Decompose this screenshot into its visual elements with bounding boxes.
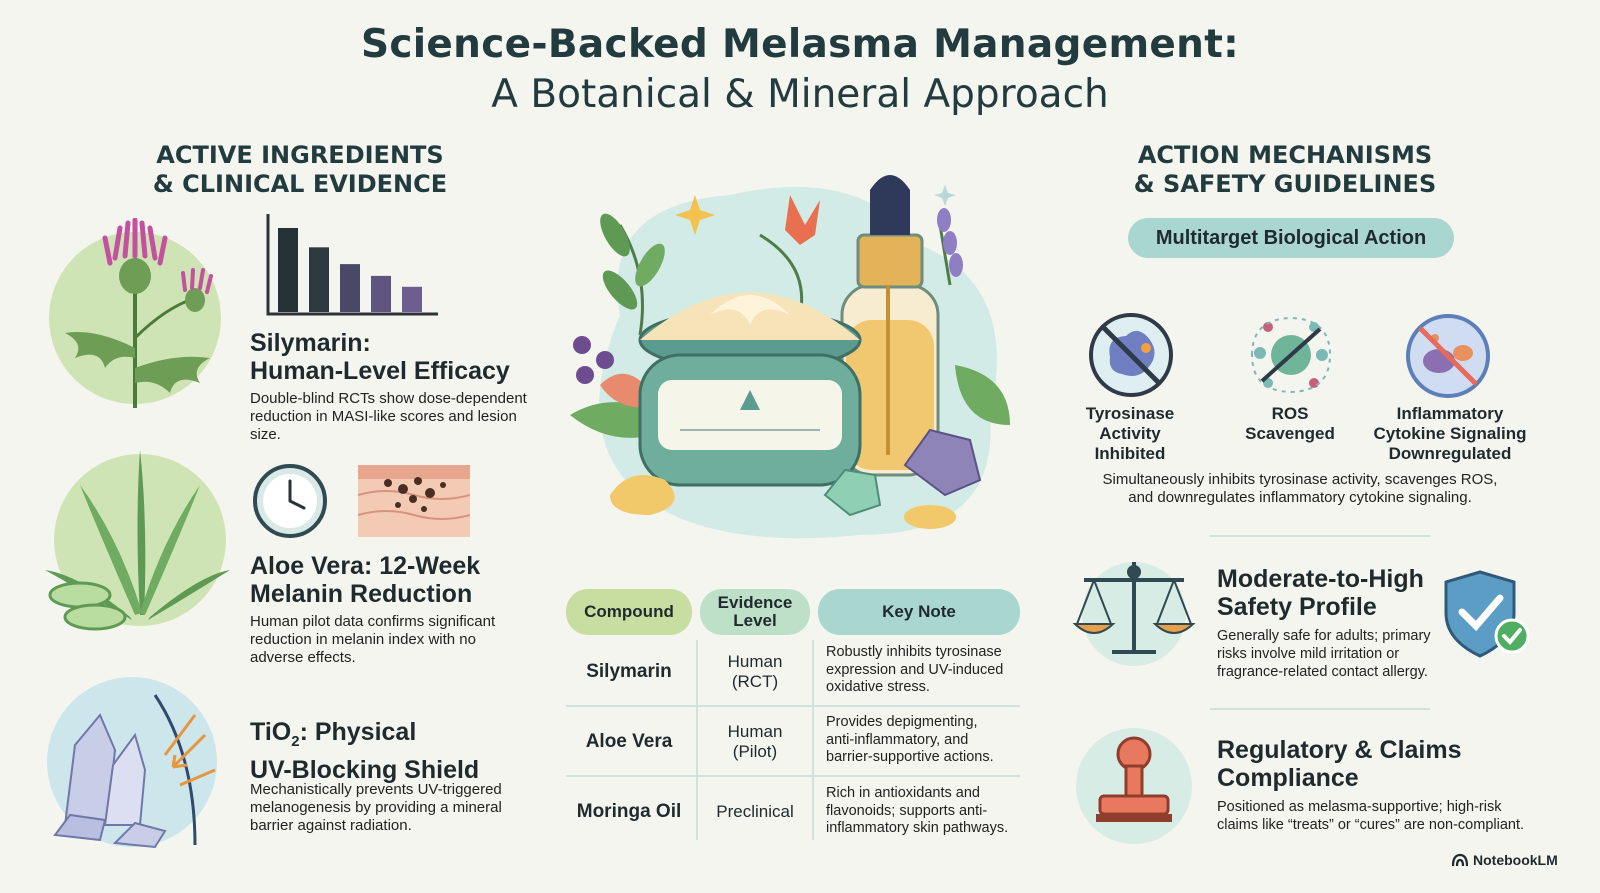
mechanism-label-cytokine: Inflammatory Cytokine Signaling Downregu… xyxy=(1373,404,1527,463)
table-cell-note: Robustly inhibits tyrosinase expression … xyxy=(826,644,1004,695)
section-divider xyxy=(1210,535,1430,537)
table-header-evidence: Evidence Level xyxy=(700,589,810,635)
table-cell-evidence: Human (Pilot) xyxy=(727,722,783,761)
tio2-card-body: Mechanistically prevents UV-triggered me… xyxy=(250,781,502,834)
safety-profile-body: Generally safe for adults; primary risks… xyxy=(1217,628,1431,680)
table-row-divider xyxy=(566,705,1020,707)
table-column-divider xyxy=(812,640,814,840)
approval-stamp-illustration xyxy=(1074,726,1194,846)
shield-check-illustration xyxy=(1440,568,1535,663)
crystal-shield-icon xyxy=(47,677,217,849)
left-section-heading: ACTIVE INGREDIENTS & CLINICAL EVIDENCE xyxy=(152,141,448,198)
balance-scale-icon xyxy=(1072,562,1196,666)
cream-jar-serum-illustration xyxy=(560,165,1030,550)
bar-chart-bar xyxy=(278,228,298,312)
mineral-crystal-illustration xyxy=(45,675,220,850)
right-section-heading: ACTION MECHANISMS & SAFETY GUIDELINES xyxy=(1133,141,1437,198)
silymarin-card-title: Silymarin: Human-Level Efficacy xyxy=(250,329,510,385)
silymarin-card-body: Double-blind RCTs show dose-dependent re… xyxy=(250,390,527,443)
clock-illustration xyxy=(252,463,328,539)
page-subtitle: A Botanical & Mineral Approach xyxy=(491,72,1109,117)
table-cell-evidence: Preclinical xyxy=(716,802,794,821)
skin-layer-illustration xyxy=(358,465,470,537)
multitarget-pill: Multitarget Biological Action xyxy=(1128,218,1454,258)
efficacy-bar-chart xyxy=(262,212,442,318)
table-row-divider xyxy=(566,775,1020,777)
clock-icon xyxy=(253,464,327,538)
aloe-card-body: Human pilot data confirms significant re… xyxy=(250,613,496,666)
skin-cross-section-icon xyxy=(358,465,470,537)
ros-scavenged-illustration xyxy=(1248,315,1334,395)
regulatory-body: Positioned as melasma-supportive; high-r… xyxy=(1217,799,1525,833)
balance-scale-illustration xyxy=(1072,552,1197,667)
shield-check-icon xyxy=(1444,570,1530,658)
bar-chart-bar xyxy=(371,275,391,312)
mechanism-label-tyrosinase: Tyrosinase Activity Inhibited xyxy=(1085,404,1175,463)
table-column-divider xyxy=(696,640,698,840)
aloe-vera-illustration xyxy=(40,445,235,635)
notebooklm-brand: NotebookLM xyxy=(1452,852,1558,868)
page-title: Science-Backed Melasma Management: xyxy=(360,22,1240,67)
skincare-products-icon xyxy=(570,175,1010,539)
enzyme-blocked-icon xyxy=(1089,313,1173,397)
table-header-key-note: Key Note xyxy=(818,589,1020,635)
bar-chart-icon xyxy=(266,214,438,316)
milk-thistle-illustration xyxy=(45,218,230,418)
safety-profile-title: Moderate-to-High Safety Profile xyxy=(1217,565,1424,621)
aloe-vera-icon xyxy=(45,450,230,631)
cytokine-downregulated-illustration xyxy=(1405,313,1491,399)
tio2-card-title: TiO2: Physical UV-Blocking Shield xyxy=(250,718,480,784)
cell-blocked-icon xyxy=(1406,314,1490,398)
milk-thistle-icon xyxy=(49,218,221,408)
regulatory-title: Regulatory & Claims Compliance xyxy=(1217,736,1462,792)
table-cell-compound: Aloe Vera xyxy=(585,731,673,752)
table-cell-note: Provides depigmenting, anti-inflammatory… xyxy=(826,714,994,765)
bar-chart-bar xyxy=(340,264,360,312)
tyrosinase-inhibited-illustration xyxy=(1088,312,1174,398)
bar-chart-bar xyxy=(402,286,422,312)
table-cell-evidence: Human (RCT) xyxy=(727,652,783,691)
section-divider xyxy=(1210,708,1430,710)
table-cell-note: Rich in antioxidants and flavonoids; sup… xyxy=(826,785,1009,836)
table-cell-compound: Silymarin xyxy=(586,661,672,682)
mechanism-summary: Simultaneously inhibits tyrosinase activ… xyxy=(1102,471,1498,506)
bar-chart-bar xyxy=(309,247,329,312)
aloe-card-title: Aloe Vera: 12-Week Melanin Reduction xyxy=(250,552,481,608)
molecule-neutralized-icon xyxy=(1251,316,1332,394)
table-header-compound: Compound xyxy=(566,589,692,635)
mechanism-label-ros: ROS Scavenged xyxy=(1245,404,1335,443)
table-cell-compound: Moringa Oil xyxy=(576,801,682,822)
rubber-stamp-icon xyxy=(1076,728,1192,844)
notebooklm-logo-icon xyxy=(1452,853,1468,867)
